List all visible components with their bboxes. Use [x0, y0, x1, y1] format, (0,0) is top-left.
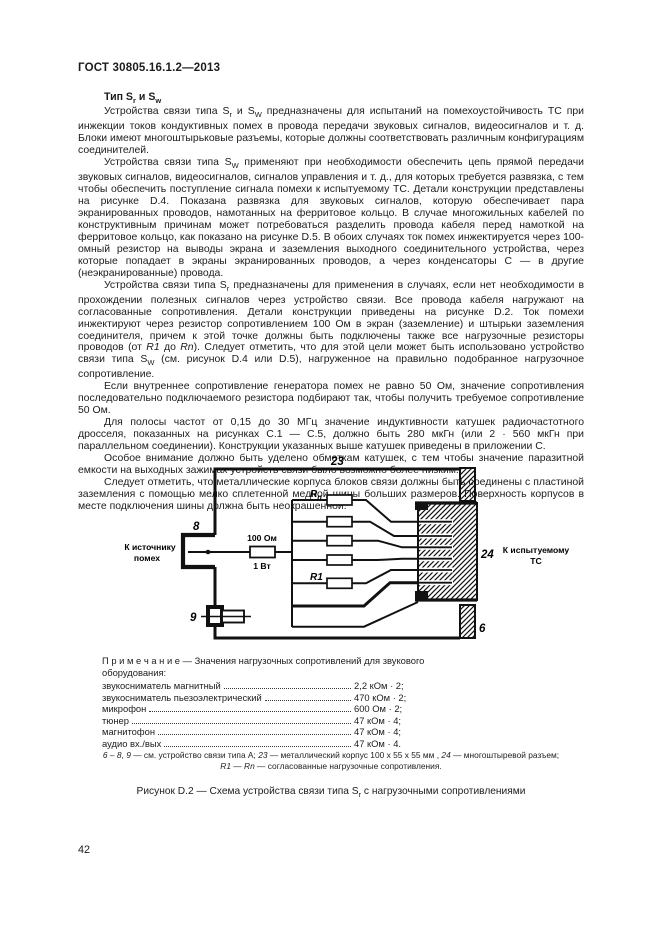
note-row: магнитофон 47 кОм · 4; — [102, 726, 434, 738]
note-row: звукосниматель пьезоэлектрический 470 кО… — [102, 692, 434, 704]
load-resistor-rows — [292, 499, 419, 628]
note-row-label: звукосниматель пьезоэлектрический — [102, 691, 262, 703]
note-row-label: аудио вх./вых — [102, 737, 162, 749]
paragraph: Устройства связи типа Sr и SW предназнач… — [78, 106, 585, 157]
feedthrough-capacitor — [201, 605, 251, 627]
load-resistors — [326, 494, 353, 590]
figure-d2-diagram: 23 8 9 6 24 100 Ом 1 Вт К источнику поме… — [110, 450, 590, 665]
connector-pin-channels — [418, 519, 453, 586]
dot-leader — [149, 711, 351, 712]
note-row-label: звукосниматель магнитный — [102, 680, 221, 691]
dot-leader — [131, 722, 351, 724]
coupling-device-schematic: 23 8 9 6 24 100 Ом 1 Вт К источнику поме… — [124, 456, 570, 640]
enclosure-top-wall — [213, 467, 460, 535]
note-intro: П р и м е ч а н и е — Значения нагрузочн… — [102, 655, 425, 678]
label-24: 24 — [480, 549, 494, 561]
label-23: 23 — [330, 456, 344, 468]
to-eut-label-line1: К испытуемому — [503, 545, 570, 555]
to-eut-label-line2: ТС — [530, 556, 541, 566]
note-row-value: 47 кОм · 4; — [354, 726, 402, 737]
paragraph: Если внутреннее сопротивление генератора… — [78, 381, 584, 417]
wall-strip-bottom — [459, 604, 476, 639]
paragraph: Для полосы частот от 0,15 до 30 МГц знач… — [78, 417, 584, 453]
junction-dot — [205, 549, 211, 555]
note-row-value: 2,2 кОм · 2; — [354, 680, 404, 691]
figure-footnote-line2: R1 — Rn — согласованные нагрузочные сопр… — [220, 761, 442, 771]
note-row-value: 470 кОм · 2; — [354, 691, 407, 703]
output-connector-body — [417, 502, 478, 601]
note-row-label: тюнер — [102, 714, 129, 726]
note-block: П р и м е ч а н и е — Значения нагрузочн… — [102, 655, 434, 749]
series-resistor-100ohm — [249, 545, 276, 559]
paragraphs-container: Устройства связи типа Sr и SW предназнач… — [78, 106, 584, 513]
paragraph: Особое внимание должно быть уделено обмо… — [78, 453, 584, 477]
paragraph: Устройства связи типа Sr предназначены д… — [78, 279, 585, 381]
connector-tab-bottom — [415, 591, 428, 599]
note-row: звукосниматель магнитный 2,2 кОм · 2; — [102, 680, 434, 692]
label-8: 8 — [193, 521, 200, 533]
input-connector — [180, 532, 215, 570]
to-source-label-line2: помех — [134, 553, 160, 563]
note-row: тюнер 47 кОм · 4; — [102, 715, 434, 727]
note-row-value: 47 кОм · 4. — [354, 737, 402, 749]
paragraph: Устройства связи типа SW применяют при н… — [78, 157, 584, 279]
note-rows: звукосниматель магнитный 2,2 кОм · 2; зв… — [102, 680, 434, 749]
page-number: 42 — [78, 844, 91, 856]
note-row-value: 600 Ом · 2; — [354, 703, 403, 714]
enclosure-bottom-wall — [213, 567, 460, 640]
dot-leader — [164, 745, 351, 747]
dot-leader — [223, 688, 351, 689]
connector-tab-top — [415, 502, 428, 510]
label-6: 6 — [479, 623, 486, 635]
note-row: микрофон 600 Ом · 2; — [102, 703, 434, 715]
to-source-label-line1: К источнику — [124, 542, 176, 552]
figure-footnote-line1: 6 – 8, 9 — см. устройство связи типа А; … — [102, 750, 560, 760]
standard-number-header: ГОСТ 30805.16.1.2—2013 — [78, 62, 221, 74]
figure-caption: Рисунок D.2 — Схема устройства связи тип… — [136, 786, 526, 800]
dot-leader — [264, 699, 351, 701]
note-row-label: микрофон — [102, 703, 147, 714]
resistor-power-label: 1 Вт — [253, 561, 270, 571]
wall-strip-top — [459, 467, 476, 502]
note-row-value: 47 кОм · 4; — [354, 714, 402, 726]
note-row: аудио вх./вых 47 кОм · 4. — [102, 738, 434, 750]
dot-leader — [158, 734, 351, 735]
label-rn: Rn — [310, 489, 322, 502]
note-row-label: магнитофон — [102, 726, 155, 737]
label-9: 9 — [190, 612, 197, 624]
label-r1: R1 — [310, 572, 323, 583]
section-heading: Тип Sr и Sw — [104, 91, 162, 106]
body-text-block: Тип Sr и Sw Устройства связи типа Sr и S… — [78, 91, 584, 513]
resistor-value-label: 100 Ом — [247, 533, 277, 543]
figure-footnote: 6 – 8, 9 — см. устройство связи типа А; … — [78, 750, 584, 772]
